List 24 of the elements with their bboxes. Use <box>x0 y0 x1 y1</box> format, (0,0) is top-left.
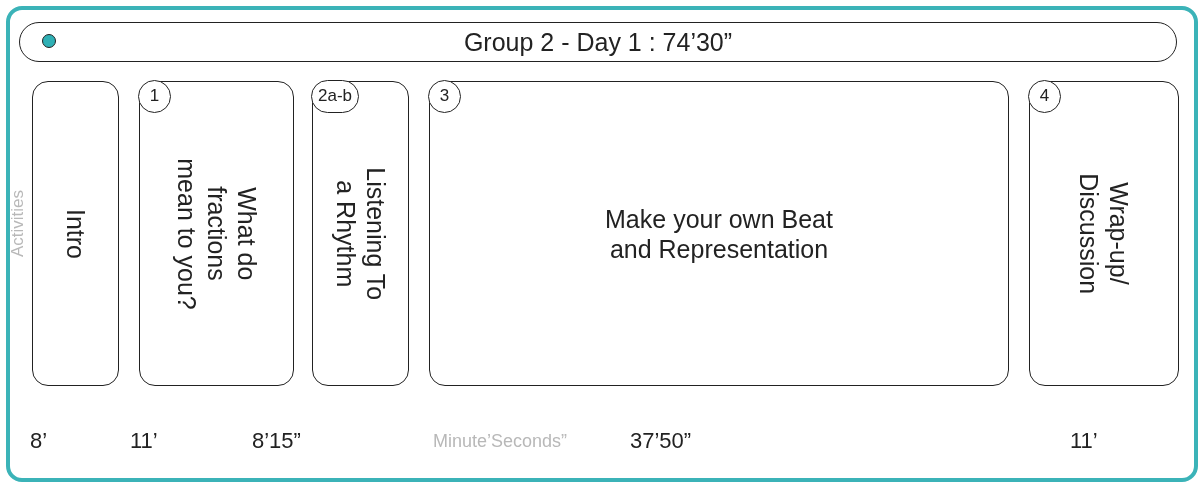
duration-label: 11’ <box>1070 428 1098 454</box>
activity-title: Make your own Beat and Representation <box>604 203 834 264</box>
activity-title: Listening To a Rhythm <box>330 166 391 302</box>
number-badge: 3 <box>428 80 461 113</box>
header-band <box>19 22 1177 62</box>
activity-card <box>1029 81 1179 386</box>
unit-note: Minute’Seconds” <box>433 431 568 452</box>
activity-card <box>32 81 119 386</box>
duration-label: 8’ <box>30 428 48 454</box>
activity-title: Intro <box>60 208 91 259</box>
outer-frame <box>6 6 1198 482</box>
row-label: Activities <box>8 190 28 258</box>
number-badge: 1 <box>138 80 171 113</box>
duration-label: 8’15” <box>252 428 301 454</box>
number-badge: 2a-b <box>311 80 360 113</box>
activity-card <box>429 81 1009 386</box>
activity-title: What do fractions mean to you? <box>171 157 262 310</box>
activity-card <box>139 81 294 386</box>
activity-title: Wrap-up/ Discussion <box>1074 172 1134 296</box>
header-title: Group 2 - Day 1 : 74’30” <box>463 28 733 56</box>
duration-label: 11’ <box>130 428 158 454</box>
activity-card <box>312 81 409 386</box>
duration-label: 37’50” <box>630 428 692 454</box>
number-badge: 4 <box>1028 80 1061 113</box>
